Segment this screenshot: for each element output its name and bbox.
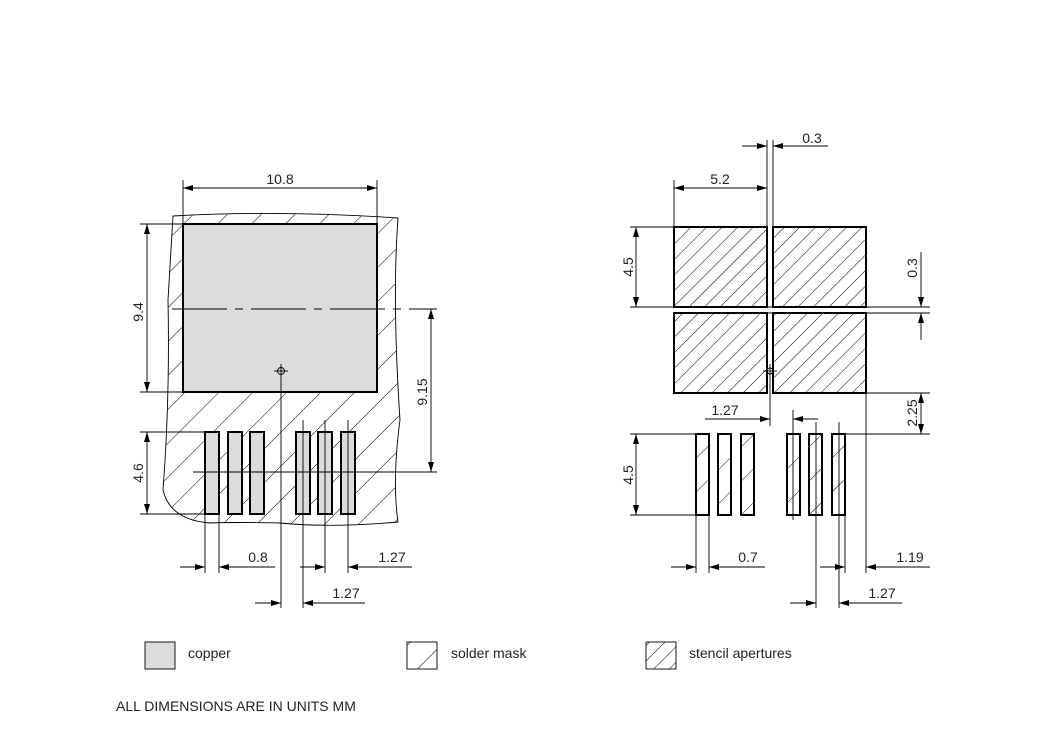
lead-aperture <box>808 433 823 516</box>
left-view: 10.8 9.4 9.15 4.6 0.8 1.27 1.27 <box>130 171 437 608</box>
stencil-apertures <box>673 226 867 516</box>
legend-swatch-solder-mask <box>406 641 438 670</box>
dim-4-5-lead: 4.5 <box>620 465 636 485</box>
dim-1-27-offset: 1.27 <box>332 585 359 601</box>
dim-1-19: 1.19 <box>896 549 923 565</box>
lead <box>227 431 243 515</box>
units-note: ALL DIMENSIONS ARE IN UNITS MM <box>116 698 356 714</box>
legend-label-stencil: stencil apertures <box>689 645 792 661</box>
dim-4-5-aperture: 4.5 <box>620 257 636 277</box>
lead-aperture <box>740 433 755 516</box>
dim-9-15: 9.15 <box>414 378 430 405</box>
legend: copper solder mask stencil apertures <box>144 641 792 670</box>
dim-10-8: 10.8 <box>266 171 293 187</box>
dim-1-27-pitch: 1.27 <box>868 585 895 601</box>
aperture <box>772 312 867 394</box>
dim-0-3-vgap: 0.3 <box>904 258 920 278</box>
legend-label-copper: copper <box>188 645 231 661</box>
lead <box>249 431 265 515</box>
dim-0-8: 0.8 <box>248 549 268 565</box>
legend-label-solder-mask: solder mask <box>451 645 527 661</box>
dim-1-27-pitch: 1.27 <box>378 549 405 565</box>
right-view: 0.3 5.2 4.5 0.3 2.25 1.27 4.5 <box>620 130 930 608</box>
dim-2-25: 2.25 <box>904 399 920 426</box>
lead <box>204 431 220 515</box>
lead-aperture <box>717 433 732 516</box>
lead-aperture <box>786 433 801 516</box>
lead-aperture <box>831 433 846 516</box>
legend-swatch-stencil <box>645 641 677 670</box>
dim-4-6: 4.6 <box>130 463 146 483</box>
aperture <box>772 226 867 308</box>
lead-aperture <box>695 433 710 516</box>
dim-9-4: 9.4 <box>130 302 146 322</box>
dim-5-2: 5.2 <box>710 171 730 187</box>
dim-1-27-center: 1.27 <box>711 402 738 418</box>
aperture <box>673 226 768 308</box>
legend-swatch-copper <box>144 641 176 670</box>
dim-0-7: 0.7 <box>738 549 758 565</box>
dim-0-3-gap: 0.3 <box>802 130 822 146</box>
copper-thermal-pad <box>182 223 378 393</box>
aperture <box>673 312 768 394</box>
